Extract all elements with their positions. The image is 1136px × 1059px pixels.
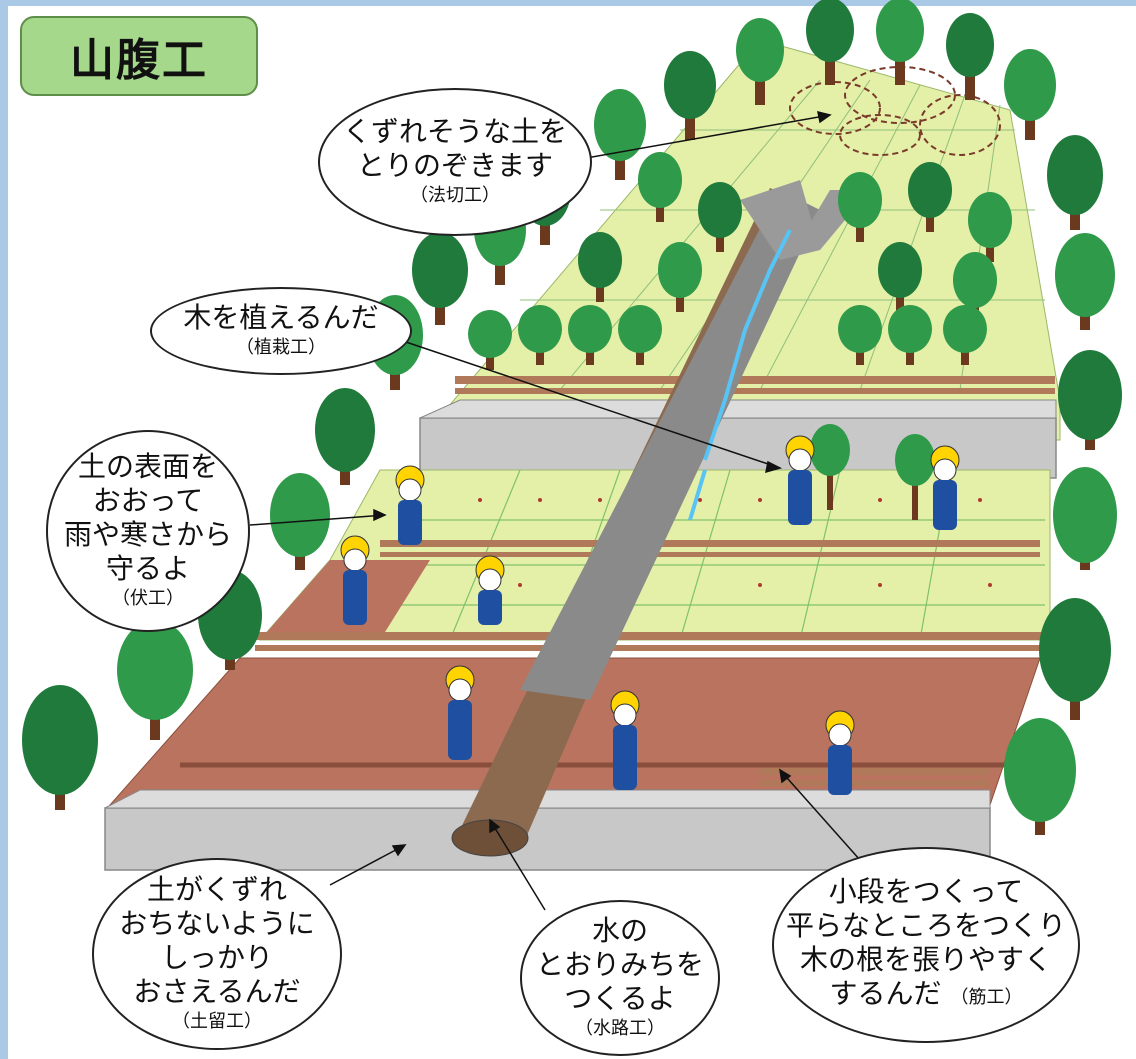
- callout-text-line: おおって: [92, 484, 204, 517]
- worker: [930, 445, 960, 530]
- tree: [1004, 718, 1076, 835]
- tree: [22, 685, 98, 810]
- callout-text-line: 守るよ: [105, 552, 190, 585]
- workers: [340, 435, 960, 795]
- upper-concrete-wall: [419, 417, 1057, 479]
- callout-text-line: 木を植えるんだ: [183, 301, 379, 334]
- callout-text-line: くずれそうな土を: [342, 115, 567, 148]
- tree: [518, 305, 562, 365]
- worker: [825, 710, 855, 795]
- tree: [578, 232, 622, 302]
- callout-text-line: とおりみちを: [535, 948, 704, 981]
- callout-text-line: 平らなところをつくり: [785, 909, 1066, 942]
- tree: [1053, 467, 1117, 570]
- worker: [610, 690, 640, 790]
- callout-text-line: 水の: [591, 914, 648, 947]
- tree: [838, 172, 882, 242]
- callout-terracing: 小段をつくって 平らなところをつくり 木の根を張りやすく するんだ （筋工）: [772, 847, 1080, 1043]
- callout-text-line: つくるよ: [564, 982, 676, 1015]
- callout-slope-cutting: くずれそうな土を とりのぞきます （法切工）: [318, 88, 592, 236]
- callout-arrows: [249, 110, 861, 911]
- worker: [785, 435, 815, 525]
- callout-text-line: 土の表面を: [77, 450, 218, 483]
- tree: [698, 182, 742, 252]
- callout-method: （土留工）: [172, 1011, 262, 1032]
- callout-method: （伏工）: [112, 588, 184, 609]
- middle-fences: [255, 540, 1050, 651]
- tree: [946, 13, 994, 100]
- callout-text-line: おちないように: [119, 907, 315, 940]
- callout-text-line: 雨や寒さから: [63, 518, 232, 551]
- tree: [568, 305, 612, 365]
- callout-text-line: するんだ: [829, 977, 942, 1010]
- callout-last-row: するんだ （筋工）: [830, 977, 1023, 1015]
- tree: [1039, 598, 1111, 720]
- tree: [968, 192, 1012, 262]
- callout-retaining-wall: 土がくずれ おちないように しっかり おさえるんだ （土留工）: [92, 858, 342, 1050]
- tree: [117, 620, 193, 740]
- callout-text-line: おさえるんだ: [133, 975, 301, 1008]
- tree: [838, 305, 882, 365]
- worker: [445, 665, 475, 760]
- tree: [943, 305, 987, 365]
- tree: [1058, 350, 1122, 450]
- sapling: [895, 434, 935, 520]
- tree: [658, 242, 702, 312]
- tree: [618, 305, 662, 365]
- tree: [315, 388, 375, 485]
- water-channel: [451, 180, 870, 857]
- tree: [468, 310, 512, 370]
- tree: [1055, 233, 1115, 330]
- tree: [876, 0, 924, 85]
- callout-method: （水路工）: [575, 1018, 665, 1039]
- tree: [908, 162, 952, 232]
- upper-fence: [455, 376, 1055, 394]
- trees: [22, 0, 1122, 835]
- callout-text-line: しっかり: [160, 941, 273, 974]
- worker: [475, 555, 505, 625]
- callout-method: （法切工）: [410, 185, 500, 206]
- callout-method: （筋工）: [950, 987, 1023, 1008]
- callout-text-line: とりのぞきます: [356, 149, 553, 182]
- tree: [878, 242, 922, 312]
- tree: [664, 51, 716, 140]
- tree: [638, 152, 682, 222]
- tree: [1047, 135, 1103, 230]
- callout-waterway: 水の とおりみちを つくるよ （水路工）: [520, 900, 720, 1056]
- sapling: [810, 424, 850, 510]
- callout-method: （植栽工）: [236, 337, 326, 358]
- tree: [888, 305, 932, 365]
- tree: [736, 18, 784, 105]
- tree: [806, 0, 854, 85]
- worker: [395, 465, 425, 545]
- worker: [340, 535, 370, 625]
- tree: [594, 89, 646, 180]
- tree: [412, 232, 468, 325]
- tree: [270, 473, 330, 570]
- callout-text-line: 小段をつくって: [828, 875, 1024, 908]
- callout-text-line: 木の根を張りやすく: [799, 943, 1052, 976]
- callout-tree-planting: 木を植えるんだ （植栽工）: [150, 287, 412, 375]
- page-title: 山腹工: [20, 16, 258, 96]
- callout-text-line: 土がくずれ: [146, 873, 287, 906]
- callout-surface-cover: 土の表面を おおって 雨や寒さから 守るよ （伏工）: [46, 430, 250, 632]
- tree: [1004, 49, 1056, 140]
- lower-fence: [760, 768, 990, 786]
